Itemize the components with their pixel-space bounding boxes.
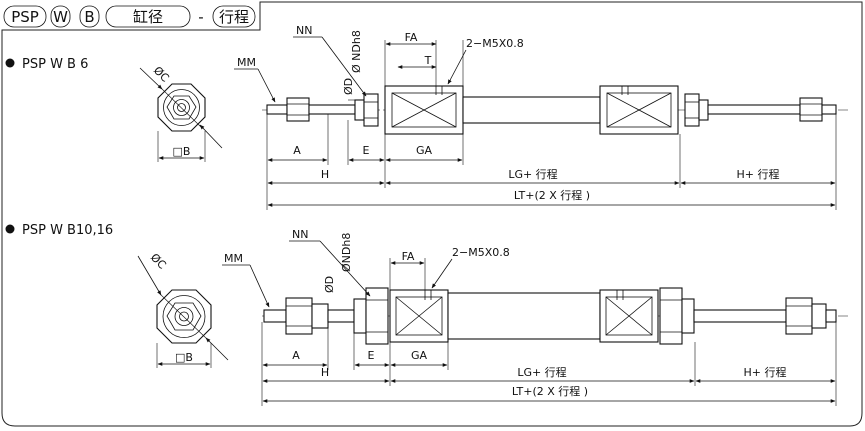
end-view: ØC □B [137, 251, 229, 368]
bore-label: 缸径 [133, 8, 163, 26]
fa-label: FA [402, 250, 415, 263]
phi-d-label: ØD [323, 276, 336, 293]
phi-c-label: ØC [148, 251, 169, 272]
mm-label: MM [237, 56, 256, 69]
square-b-label: □B [173, 145, 191, 158]
left-port-block [384, 85, 464, 135]
a-label: A [292, 349, 300, 362]
code-psp: PSP [11, 8, 39, 26]
model-code-header: PSP W B 缸径 - 行程 [3, 5, 256, 28]
section-psp-wb6: PSP W B 6 ØC □B [5, 24, 848, 210]
phi-ndh8-label: Ø NDh8 [350, 30, 363, 73]
side-view [262, 287, 848, 345]
t-label: T [424, 54, 432, 67]
e-label: E [363, 144, 370, 157]
lg-label: LG+ 行程 [517, 366, 566, 379]
lt-label: LT+(2 X 行程 ) [514, 189, 590, 202]
code-b: B [84, 8, 94, 26]
ga-label: GA [416, 144, 433, 157]
fa-label: FA [405, 31, 418, 44]
right-end-cap-nut [659, 287, 683, 345]
nn-label: NN [296, 24, 312, 37]
left-end-cap-nut [365, 287, 389, 345]
a-label: A [293, 144, 301, 157]
right-rod-nut [785, 297, 813, 335]
section-title: PSP W B 6 [22, 57, 88, 72]
mm-label: MM [224, 252, 243, 265]
port-label: 2−M5X0.8 [452, 246, 510, 259]
code-b-box [79, 5, 100, 28]
phi-d-label: ØD [342, 78, 355, 95]
code-psp-box [3, 5, 47, 28]
left-end-cap-nut [363, 93, 379, 127]
left-rod-nut [285, 297, 313, 335]
header-dash: - [198, 8, 203, 26]
bore-box [105, 5, 191, 28]
side-view [262, 85, 848, 135]
left-rod-nut [286, 97, 310, 122]
end-view: ØC □B [139, 64, 223, 162]
h-stroke-label: H+ 行程 [744, 366, 787, 379]
e-label: E [368, 349, 375, 362]
h-stroke-label: H+ 行程 [737, 168, 780, 181]
lg-label: LG+ 行程 [508, 168, 557, 181]
code-w: W [53, 8, 68, 26]
section-title: PSP W B10,16 [22, 223, 113, 238]
right-rod-nut [799, 97, 823, 122]
section-bullet [5, 58, 15, 68]
stroke-box [212, 5, 256, 28]
right-end-cap-nut [684, 93, 700, 127]
ga-label: GA [411, 349, 428, 362]
phi-ndh8-label: ØNDh8 [340, 233, 353, 272]
lt-label: LT+(2 X 行程 ) [512, 385, 588, 398]
h-label: H [321, 168, 329, 181]
port-label: 2−M5X0.8 [466, 37, 524, 50]
section-bullet [5, 224, 15, 234]
cylinder-tube [462, 96, 601, 124]
nn-label: NN [292, 228, 308, 241]
code-w-box [50, 5, 71, 28]
stroke-label: 行程 [219, 8, 249, 26]
h-label: H [321, 366, 329, 379]
square-b-label: □B [175, 351, 193, 364]
section-psp-wb10-16: PSP W B10,16 ØC □B [5, 223, 848, 406]
cylinder-tube [447, 292, 601, 340]
